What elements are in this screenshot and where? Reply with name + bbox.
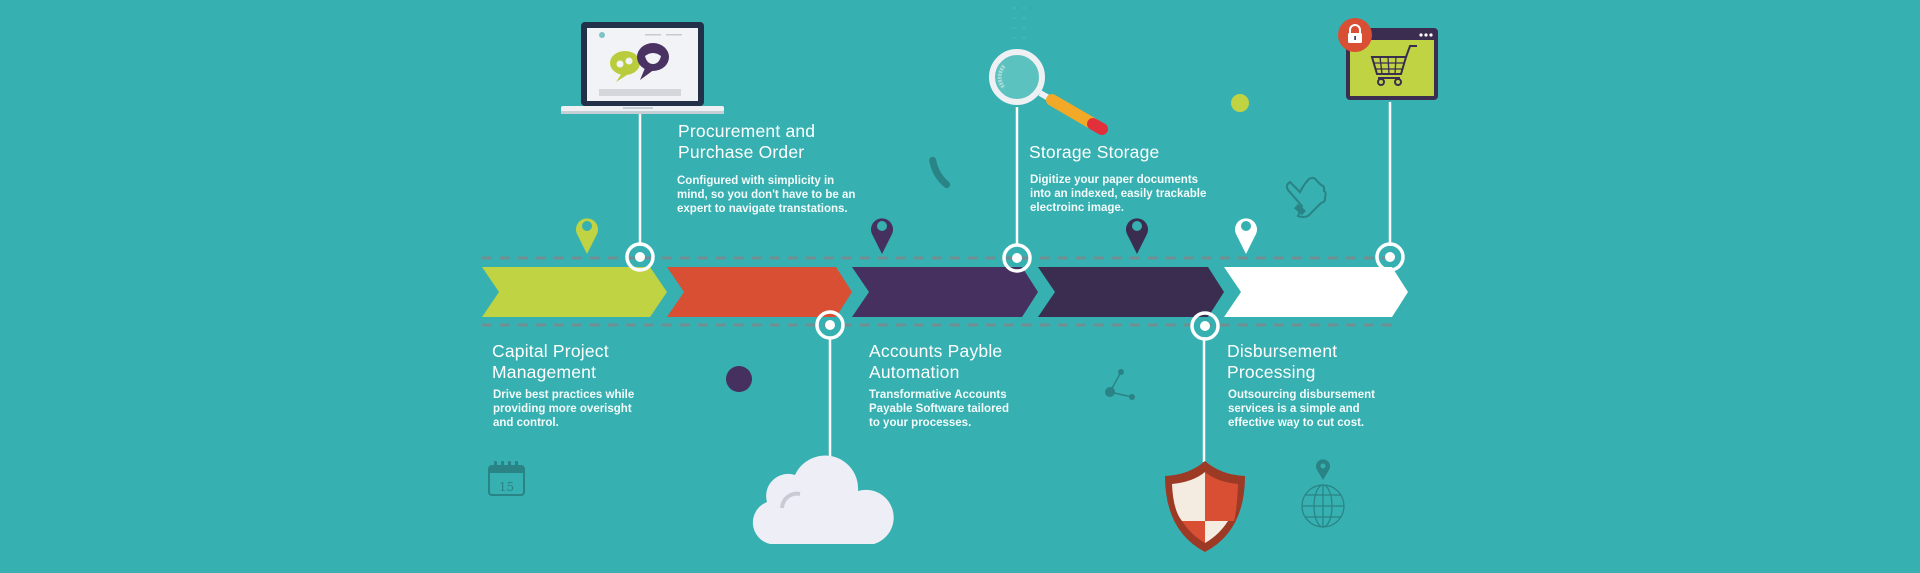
step-title-line: Management	[492, 362, 597, 382]
decor-dashes	[1012, 7, 1026, 39]
step-arrow-storage	[1038, 267, 1224, 317]
step-desc-line: Outsourcing disbursement	[1228, 389, 1375, 401]
map-pin-icon	[1316, 459, 1330, 480]
step-desc-line: Drive best practices while	[493, 389, 635, 401]
step-title-line: Accounts Payble	[869, 341, 1003, 361]
step-arrow-capital-project	[482, 267, 667, 317]
decor-dot	[726, 366, 752, 392]
magnifier-icon	[989, 49, 1108, 135]
step-description: Drive best practices while providing mor…	[493, 388, 634, 430]
map-pin-icon	[871, 218, 893, 254]
timeline-node	[1375, 242, 1405, 272]
step-desc-line: services is a simple and	[1228, 403, 1360, 415]
step-desc-line: providing more overisght	[493, 403, 632, 415]
step-desc-line: Transformative Accounts	[869, 389, 1007, 401]
step-title-line: Procurement and	[678, 121, 816, 141]
step-desc-line: and control.	[493, 417, 559, 429]
network-node-icon	[1105, 369, 1135, 400]
step-desc-line: effective way to cut cost.	[1228, 417, 1365, 429]
map-pin-icon	[1235, 218, 1257, 254]
step-title-line: Disbursement	[1227, 341, 1338, 361]
calendar-day: 15	[499, 480, 514, 494]
step-description: Configured with simplicity in mind, so y…	[677, 174, 855, 216]
calendar-icon: 15	[488, 461, 525, 496]
timeline-node	[1190, 311, 1220, 341]
thumbs-up-icon	[1285, 176, 1327, 218]
step-title: Storage Storage	[1029, 142, 1159, 163]
step-desc-line: Configured with simplicity in	[677, 175, 835, 187]
decor-dot	[1231, 94, 1249, 112]
phone-icon	[929, 156, 951, 189]
shopping-cart-window-icon	[1346, 28, 1438, 100]
shield-icon	[1165, 461, 1245, 552]
step-arrow-disbursement	[1224, 267, 1408, 317]
step-title-line: Processing	[1227, 362, 1316, 382]
step-title: Procurement and Purchase Order	[678, 121, 815, 163]
lock-icon	[1338, 18, 1372, 52]
step-description: Digitize your paper documents into an in…	[1030, 173, 1206, 215]
step-description: Outsourcing disbursement services is a s…	[1228, 388, 1375, 430]
step-desc-line: mind, so you don't have to be an	[677, 189, 856, 201]
step-desc-line: Payable Software tailored	[869, 403, 1009, 415]
step-arrow-accounts-payable	[852, 267, 1038, 317]
step-desc-line: into an indexed, easily trackable	[1030, 188, 1207, 200]
step-title-line: Automation	[869, 362, 960, 382]
map-pin-icon	[1126, 218, 1148, 254]
step-title-line: Purchase Order	[678, 142, 805, 162]
step-title: Capital Project Management	[492, 341, 609, 383]
step-desc-line: expert to navigate transtations.	[677, 203, 848, 215]
timeline-node	[1002, 243, 1032, 273]
laptop-chat-icon	[561, 22, 724, 114]
step-desc-line: Digitize your paper documents	[1030, 174, 1199, 186]
step-title: Accounts Payble Automation	[869, 341, 1002, 383]
cloud-icon	[752, 455, 894, 544]
step-title-line: Capital Project	[492, 341, 609, 361]
step-title-line: Storage Storage	[1029, 142, 1160, 162]
step-description: Transformative Accounts Payable Software…	[869, 388, 1009, 430]
globe-icon	[1301, 484, 1345, 528]
step-title: Disbursement Processing	[1227, 341, 1337, 383]
map-pin-icon	[576, 218, 598, 254]
step-desc-line: electroinc image.	[1030, 202, 1124, 214]
timeline-node	[815, 310, 845, 340]
step-arrow-procurement	[667, 267, 852, 317]
timeline-node	[625, 242, 655, 272]
step-desc-line: to your processes.	[869, 417, 972, 429]
